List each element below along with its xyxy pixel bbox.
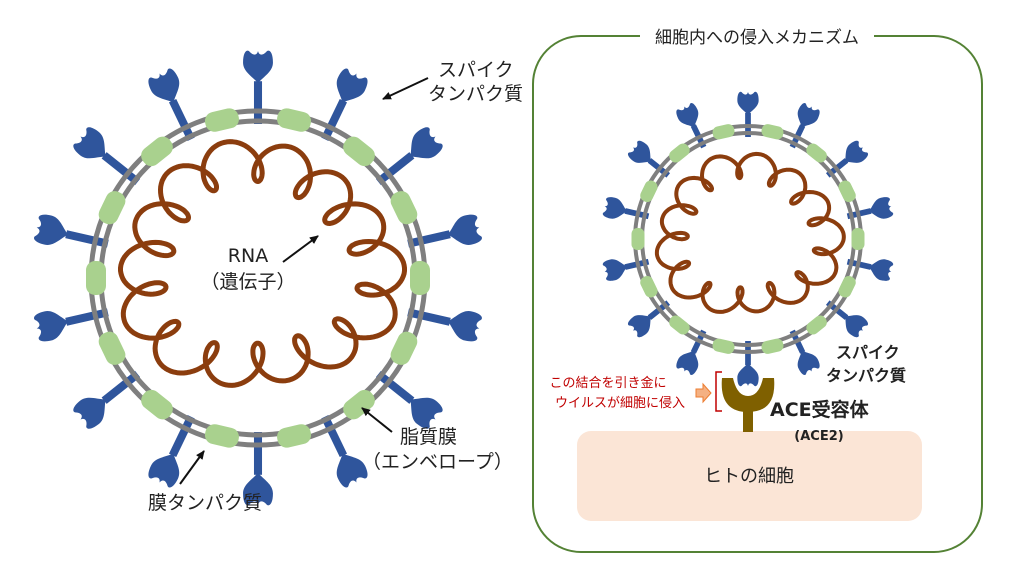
- membrane-protein-small: [712, 124, 735, 140]
- spike-label-line1: スパイク: [438, 59, 514, 81]
- trigger-note-arrow: [695, 382, 712, 404]
- membrane-protein: [98, 191, 126, 225]
- spike-protein: [148, 415, 195, 488]
- membrane-protein: [277, 108, 312, 132]
- membrane-protein-small: [640, 275, 658, 298]
- membrane-protein: [390, 191, 418, 225]
- lipid-label-arrow: [361, 407, 393, 433]
- membrane-protein-small: [631, 228, 645, 250]
- lipid-label-line2: （エンベロープ）: [362, 451, 513, 473]
- lipid-label-line1: 脂質膜: [400, 426, 457, 448]
- rna-label-arrow: [282, 235, 319, 263]
- spike-protein-small: [737, 91, 759, 137]
- spike-protein-small: [737, 341, 759, 387]
- spike-protein: [73, 127, 141, 186]
- membrane-protein: [343, 136, 375, 167]
- binding-bracket: [715, 371, 722, 412]
- membrane-protein-label-arrow: [179, 450, 205, 485]
- membrane-protein-small: [761, 338, 784, 354]
- spike-protein: [407, 214, 482, 248]
- spike-protein: [34, 308, 109, 342]
- spike-label-line2: タンパク質: [428, 83, 523, 105]
- membrane-protein: [390, 331, 418, 365]
- membrane-protein: [343, 389, 375, 420]
- membrane-proteins-small: [631, 124, 865, 354]
- membrane-protein-small: [669, 315, 690, 335]
- rna-label-line2: （遺伝子）: [200, 271, 295, 293]
- membrane-protein-small: [851, 228, 865, 250]
- membrane-protein-small: [712, 338, 735, 354]
- receptor-label: ACE受容体: [770, 398, 870, 421]
- spike-protein: [321, 415, 368, 488]
- spike-label-right-line2: タンパク質: [826, 366, 906, 385]
- membrane-protein-small: [669, 143, 690, 163]
- membrane-protein-small: [838, 180, 856, 203]
- membrane-protein: [98, 331, 126, 365]
- membrane-protein: [86, 261, 106, 295]
- membrane-protein: [204, 108, 239, 132]
- spike-proteins: [34, 50, 482, 506]
- ace2-receptor: [721, 378, 775, 432]
- bound-coronavirus: [602, 91, 894, 387]
- spike-protein: [407, 308, 482, 342]
- membrane-protein: [277, 424, 312, 448]
- spike-protein: [375, 127, 443, 186]
- spike-protein: [321, 68, 368, 141]
- rna-genome: [118, 139, 407, 388]
- membrane-protein-small: [761, 124, 784, 140]
- spike-label-arrow: [382, 77, 429, 100]
- membrane-protein-small: [806, 143, 827, 163]
- spike-protein: [148, 68, 195, 141]
- spike-label-right-line1: スパイク: [836, 343, 900, 362]
- spike-protein: [375, 370, 443, 429]
- membrane-proteins: [86, 108, 430, 448]
- panel-title: 細胞内への侵入メカニズム: [655, 28, 859, 48]
- human-cell-label: ヒトの細胞: [704, 466, 794, 487]
- membrane-protein: [204, 424, 239, 448]
- human-cell: [577, 431, 922, 521]
- spike-protein: [73, 370, 141, 429]
- membrane-protein-small: [838, 275, 856, 298]
- trigger-note-line1: この結合を引き金に: [549, 375, 666, 391]
- lipid-envelope-outer-small: [633, 124, 863, 354]
- membrane-protein: [141, 389, 173, 420]
- panel-title-background: [640, 26, 874, 48]
- membrane-protein-label: 膜タンパク質: [148, 492, 262, 514]
- receptor-sublabel: (ACE2): [794, 429, 843, 444]
- coronavirus-diagram: [34, 50, 482, 506]
- membrane-protein: [141, 136, 173, 167]
- membrane-protein-small: [640, 180, 658, 203]
- rna-genome-small: [654, 151, 846, 314]
- membrane-protein-small: [806, 315, 827, 335]
- rna-label-line1: RNA: [228, 245, 268, 267]
- membrane-protein: [410, 261, 430, 295]
- spike-protein: [34, 214, 109, 248]
- trigger-note-line2: ウイルスが細胞に侵入: [555, 395, 685, 411]
